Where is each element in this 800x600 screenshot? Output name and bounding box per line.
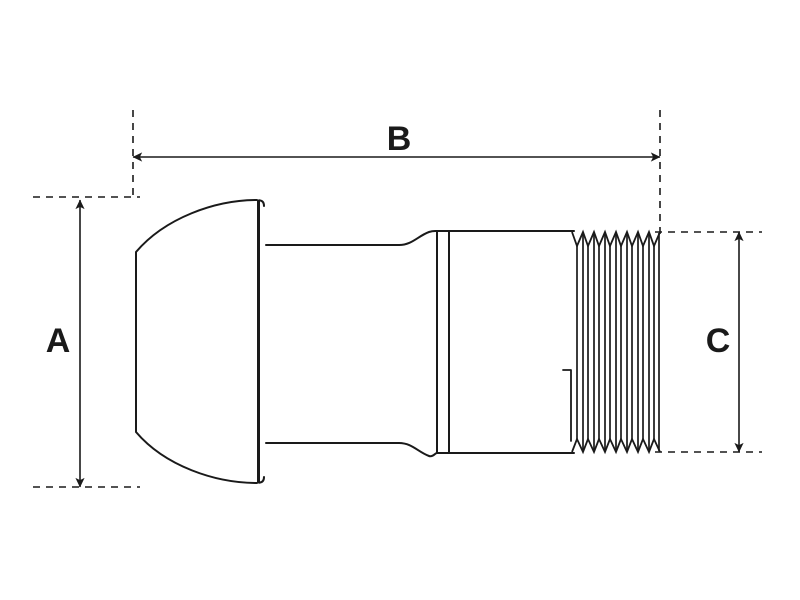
thread-crest-bottom — [571, 436, 661, 455]
extension-lines-group — [33, 110, 762, 488]
shank-to-collar-fillet-top — [398, 229, 438, 246]
dimension-label-A: A — [46, 322, 71, 360]
dimension-labels-group: A B C — [46, 120, 731, 360]
head-back-rim-line — [258, 199, 265, 484]
shank-to-collar-fillet-bottom — [398, 442, 438, 458]
thread-flank-lines — [576, 233, 660, 451]
thread-crest-top — [571, 229, 661, 249]
part-outline-group — [135, 199, 575, 484]
dimension-lines-group — [75, 152, 744, 488]
thread-runout-mark — [562, 369, 572, 442]
dimension-label-C: C — [706, 322, 731, 360]
dome-head-profile — [135, 199, 258, 484]
dimension-label-B: B — [387, 120, 412, 158]
external-thread-group — [571, 229, 661, 455]
